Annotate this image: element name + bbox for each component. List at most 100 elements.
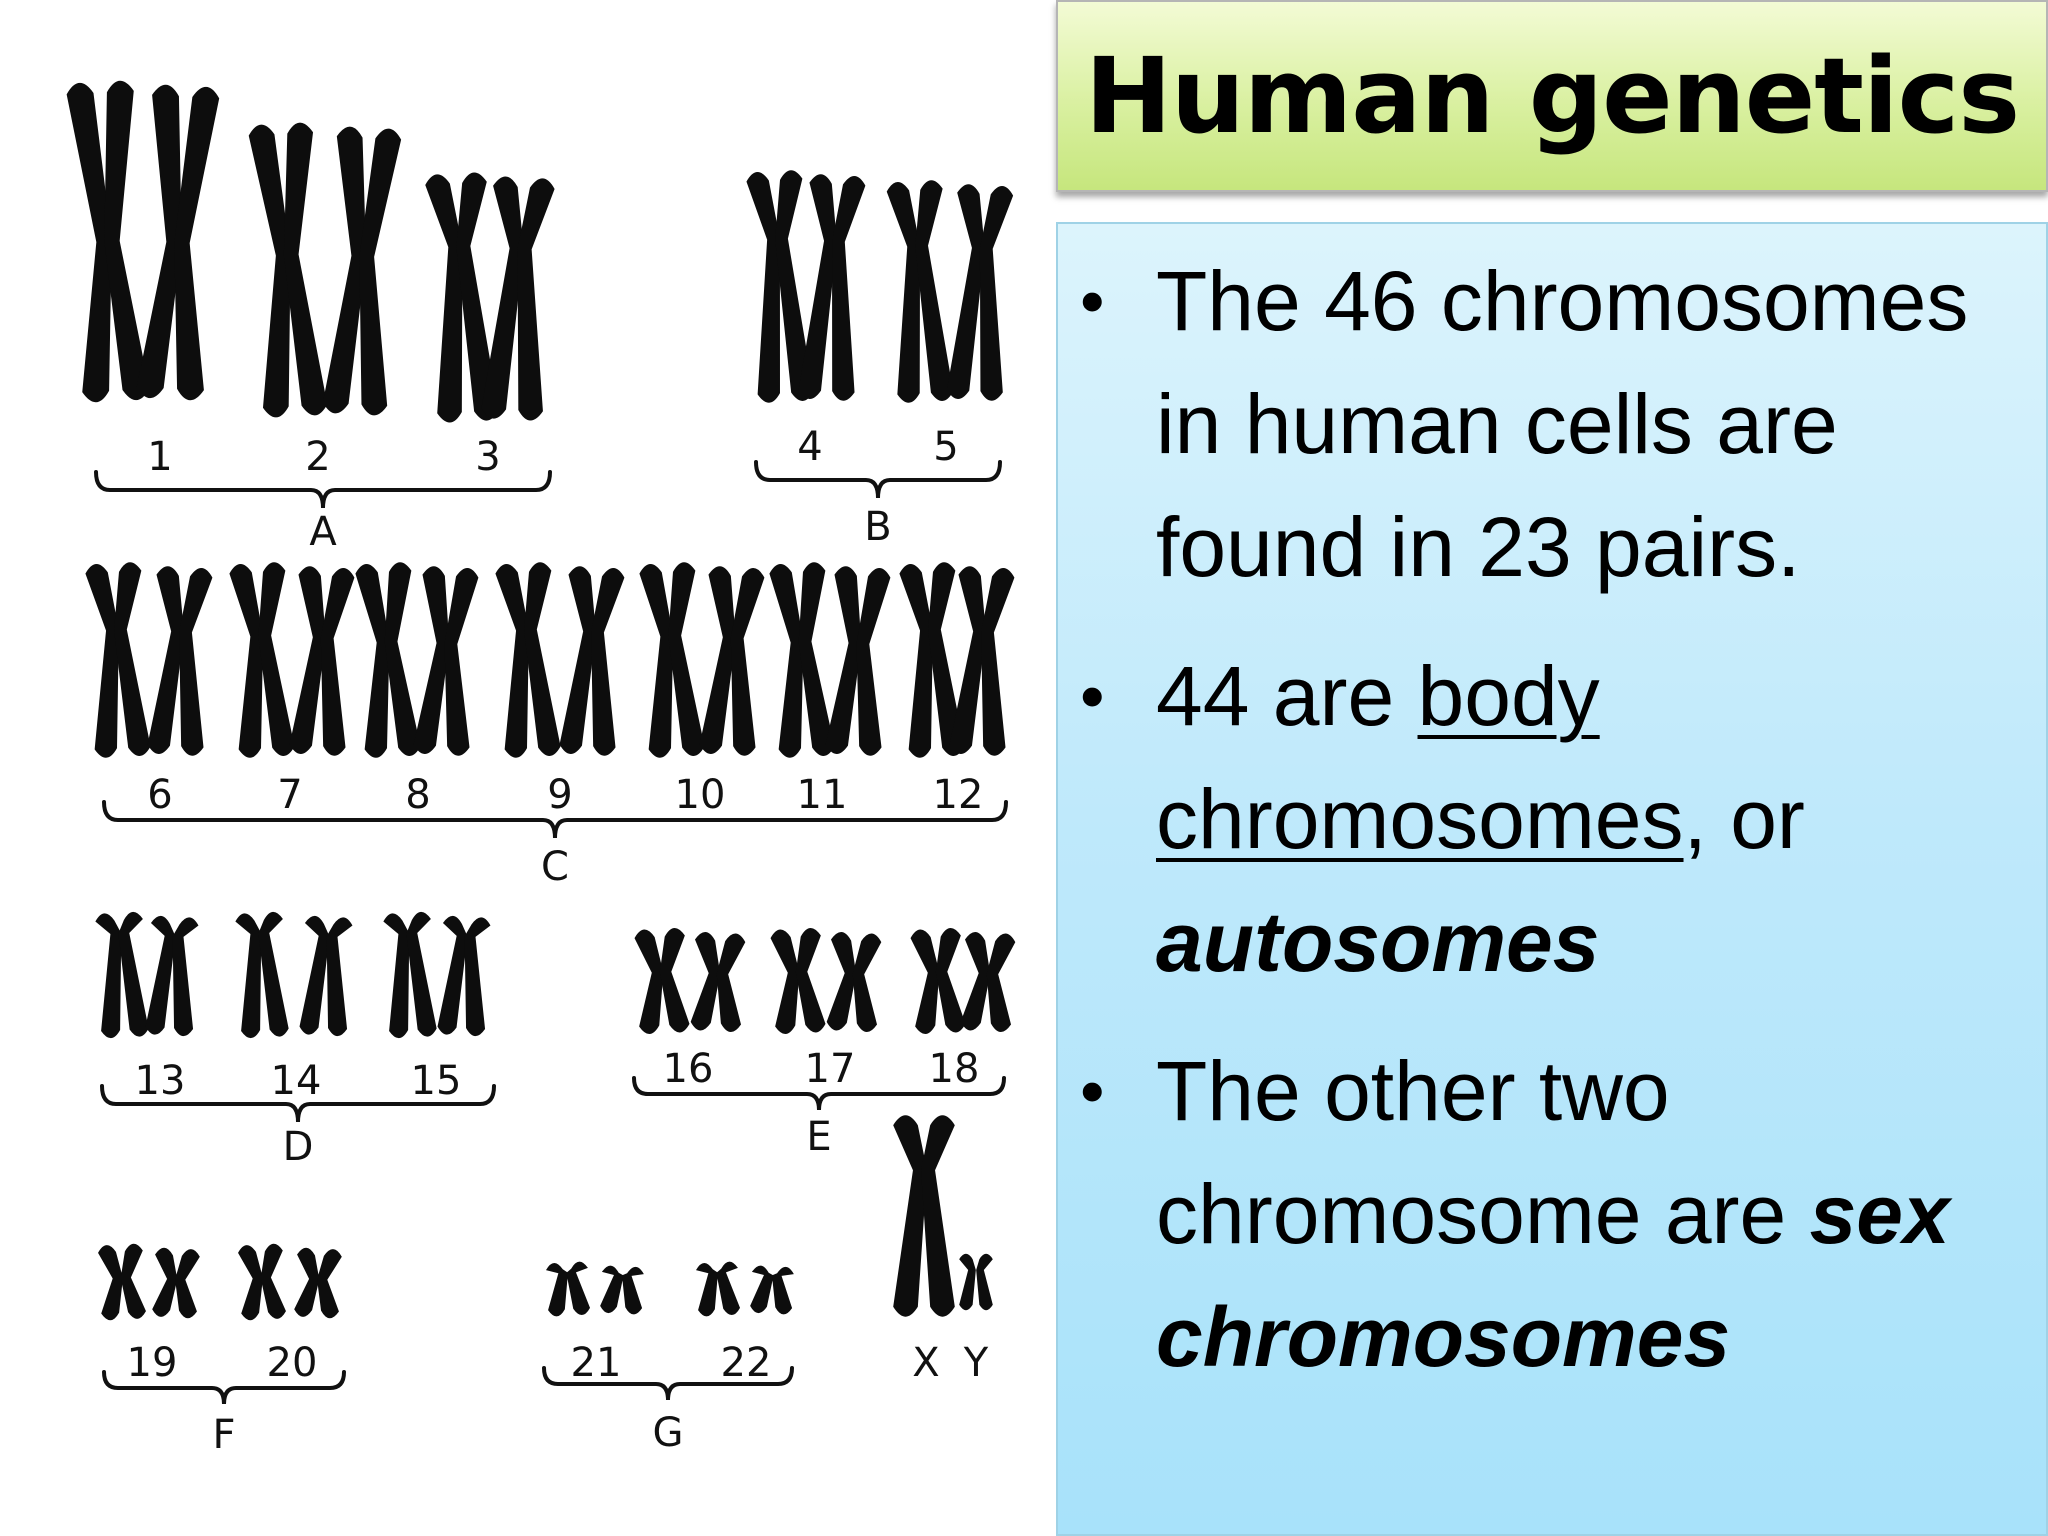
chromosome-number: X: [912, 1340, 939, 1386]
chromosome-number: 7: [277, 772, 302, 818]
chromatid: [886, 182, 921, 403]
chromosome-number: 18: [929, 1046, 980, 1092]
chromatid: [716, 933, 746, 1033]
chromosome-shape: [798, 174, 866, 401]
chromatid: [464, 917, 491, 1037]
chromosome-shape: [769, 562, 835, 758]
chromosome-shape: [690, 931, 746, 1033]
chromosome-shape: [289, 566, 355, 756]
chromosome-shape: [229, 562, 295, 758]
chromatid: [320, 568, 355, 756]
chromatid: [258, 911, 289, 1037]
bullet-icon: •: [1080, 657, 1105, 735]
chromatid: [826, 931, 857, 1031]
chromatid: [456, 172, 499, 421]
chromosome-number: 12: [933, 772, 984, 818]
chromosome-number: 14: [271, 1058, 322, 1104]
chromatid: [248, 124, 291, 418]
bullet-text: The 46 chromosomes in human cells are fo…: [1156, 254, 1969, 594]
chromosome-number: 11: [797, 772, 848, 818]
chromatid: [495, 564, 529, 758]
chromosome-shape: [946, 184, 1014, 401]
chromatid: [699, 566, 736, 754]
group-label: F: [212, 1412, 235, 1458]
chromatid: [114, 562, 151, 756]
chromosome-shape: [95, 911, 149, 1039]
chromatid: [935, 927, 966, 1033]
chromosome-shape: [322, 126, 402, 416]
chromatid: [825, 566, 862, 754]
emphasized-term: sex chromosomes: [1156, 1167, 1950, 1384]
chromatid: [437, 915, 468, 1035]
chromatid: [976, 1253, 993, 1311]
chromosome-shape: [85, 562, 151, 758]
chromatid: [910, 929, 940, 1035]
chromatid: [979, 186, 1014, 401]
chromatid: [981, 568, 1015, 756]
chromatid: [959, 1253, 976, 1311]
chromosome-shape: [413, 566, 479, 756]
chromatid: [384, 562, 421, 756]
chromosome-shape: [136, 84, 220, 401]
chromatid: [136, 84, 182, 399]
group-brace: [94, 470, 552, 509]
chromosome-number: 13: [135, 1058, 186, 1104]
chromosome-drawings: [66, 80, 1016, 1321]
slide-title: Human genetics: [1084, 35, 2020, 157]
chromosome-shape: [559, 566, 625, 756]
chromatid: [730, 568, 765, 756]
chromatid: [517, 178, 555, 421]
chromatid: [798, 562, 835, 756]
chromatid: [695, 1262, 718, 1317]
title-banner: Human genetics: [1056, 0, 2048, 192]
chromatid: [283, 122, 328, 416]
chromosome-shape: [152, 1247, 200, 1319]
chromatid: [986, 933, 1016, 1033]
chromatid: [175, 1249, 200, 1319]
chromosome-shape: [639, 562, 705, 758]
chromatid: [960, 931, 991, 1031]
chromosome-shape: [695, 1261, 741, 1317]
chromatid: [915, 180, 954, 401]
chromosome-shape: [634, 927, 690, 1035]
chromosome-number: 10: [675, 772, 726, 818]
chromosome-number: Y: [963, 1340, 989, 1386]
group-label: E: [806, 1114, 831, 1160]
chromatid: [406, 911, 437, 1037]
chromatid: [322, 126, 367, 414]
chromatid: [621, 1266, 644, 1315]
chromatid: [152, 1247, 178, 1317]
chromatid: [600, 1265, 624, 1314]
chromosome-shape: [66, 80, 150, 403]
chromatid: [566, 1261, 591, 1316]
chromatid: [893, 1115, 928, 1317]
chromatid: [326, 917, 353, 1037]
group-label: A: [309, 509, 337, 555]
chromatid: [179, 568, 213, 756]
chromosome-shape: [959, 1253, 993, 1311]
chromosome-number: 6: [147, 772, 172, 818]
chromosome-number: 2: [305, 434, 330, 480]
chromatid: [690, 931, 721, 1031]
chromatid: [289, 566, 326, 754]
chromatid: [798, 174, 837, 399]
chromosome-shape: [770, 927, 826, 1035]
chromatid: [591, 568, 625, 756]
bullet-item: • The other two chromosome are sex chrom…: [1058, 1030, 2046, 1399]
chromatid: [258, 562, 295, 756]
chromosome-number: 3: [475, 434, 500, 480]
bullet-list: • The 46 chromosomes in human cells are …: [1058, 224, 2046, 1399]
group-label: C: [541, 844, 569, 890]
chromosome-shape: [145, 915, 199, 1037]
group-brace: [542, 1366, 794, 1401]
chromatid: [775, 170, 814, 401]
chromosome-number: 17: [805, 1046, 856, 1092]
chromosome-shape: [825, 566, 891, 756]
chromosome-shape: [545, 1261, 591, 1317]
chromatid: [294, 1247, 320, 1317]
chromosome-shape: [299, 915, 353, 1037]
chromatid: [746, 172, 780, 403]
chromatid: [145, 915, 176, 1035]
chromosome-shape: [886, 180, 954, 403]
chromatid: [559, 566, 596, 754]
